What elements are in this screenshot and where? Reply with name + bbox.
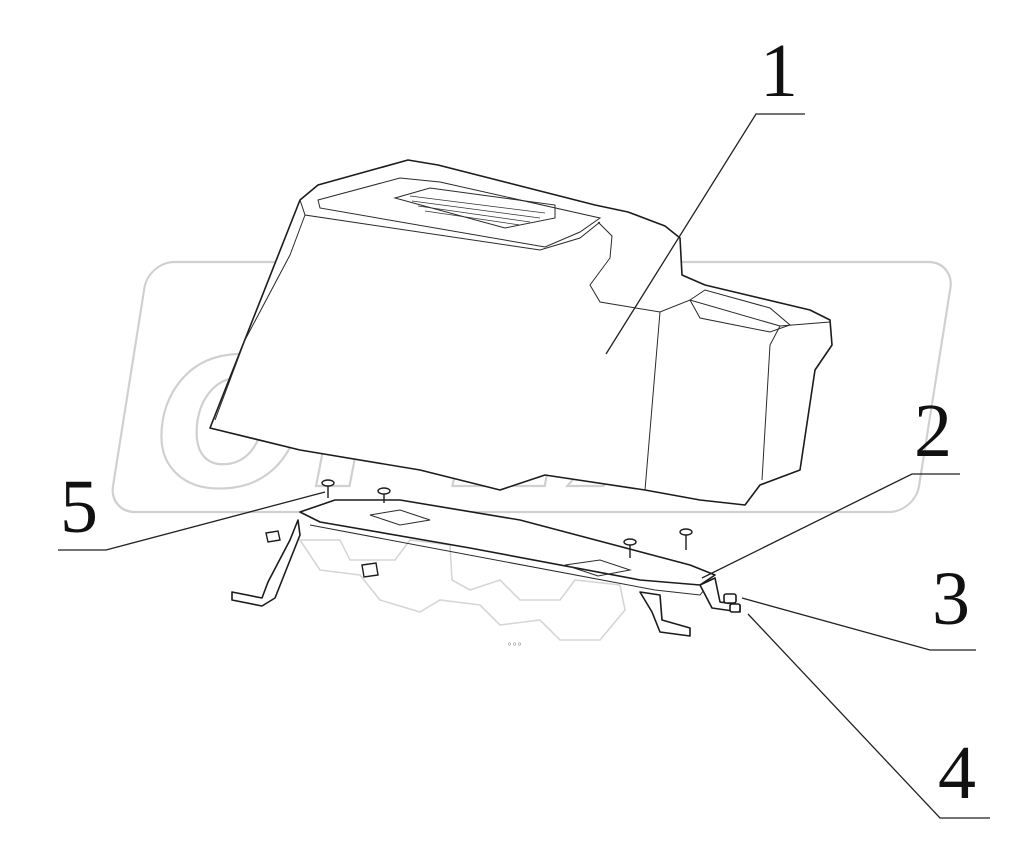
screw-2	[377, 487, 391, 503]
console-right-corner	[761, 325, 781, 481]
callout-5: 5	[60, 465, 98, 549]
grille-slats	[409, 195, 546, 226]
leader-2	[701, 473, 960, 579]
callouts: 1 2 3 4 5	[60, 29, 976, 815]
console-step	[589, 221, 831, 327]
screw-3	[623, 538, 637, 558]
console-inner-edge	[214, 214, 306, 421]
callout-2: 2	[914, 389, 952, 473]
callout-1: 1	[760, 29, 798, 113]
bracket-slot-right	[564, 559, 632, 577]
console-grille	[393, 187, 556, 229]
callout-4: 4	[938, 731, 976, 815]
leader-4	[747, 613, 990, 819]
fastener-nut	[723, 593, 737, 604]
small-mark: °°°	[507, 642, 522, 653]
mounting-bracket	[231, 499, 741, 637]
screw-4	[679, 528, 693, 550]
bracket-left-leg	[231, 519, 301, 607]
console-lower-edge	[644, 311, 661, 491]
leader-5	[58, 491, 326, 551]
fastener-washer	[729, 603, 741, 613]
watermark-gear	[298, 539, 626, 641]
screws	[265, 479, 693, 578]
fastener-right	[723, 593, 741, 613]
console-housing-body	[209, 159, 833, 506]
console-housing	[209, 159, 833, 506]
bracket-slot-left	[369, 509, 431, 526]
console-cupholder	[689, 289, 791, 333]
clip-2	[361, 562, 379, 578]
leader-1	[605, 113, 805, 355]
leader-3	[741, 597, 976, 651]
callout-3: 3	[932, 557, 970, 641]
screw-1	[321, 479, 335, 498]
bracket-right-leg	[639, 591, 691, 637]
console-front-edge	[299, 199, 601, 251]
clip-1	[265, 530, 281, 543]
leader-lines	[58, 113, 990, 819]
console-lid	[317, 177, 602, 248]
